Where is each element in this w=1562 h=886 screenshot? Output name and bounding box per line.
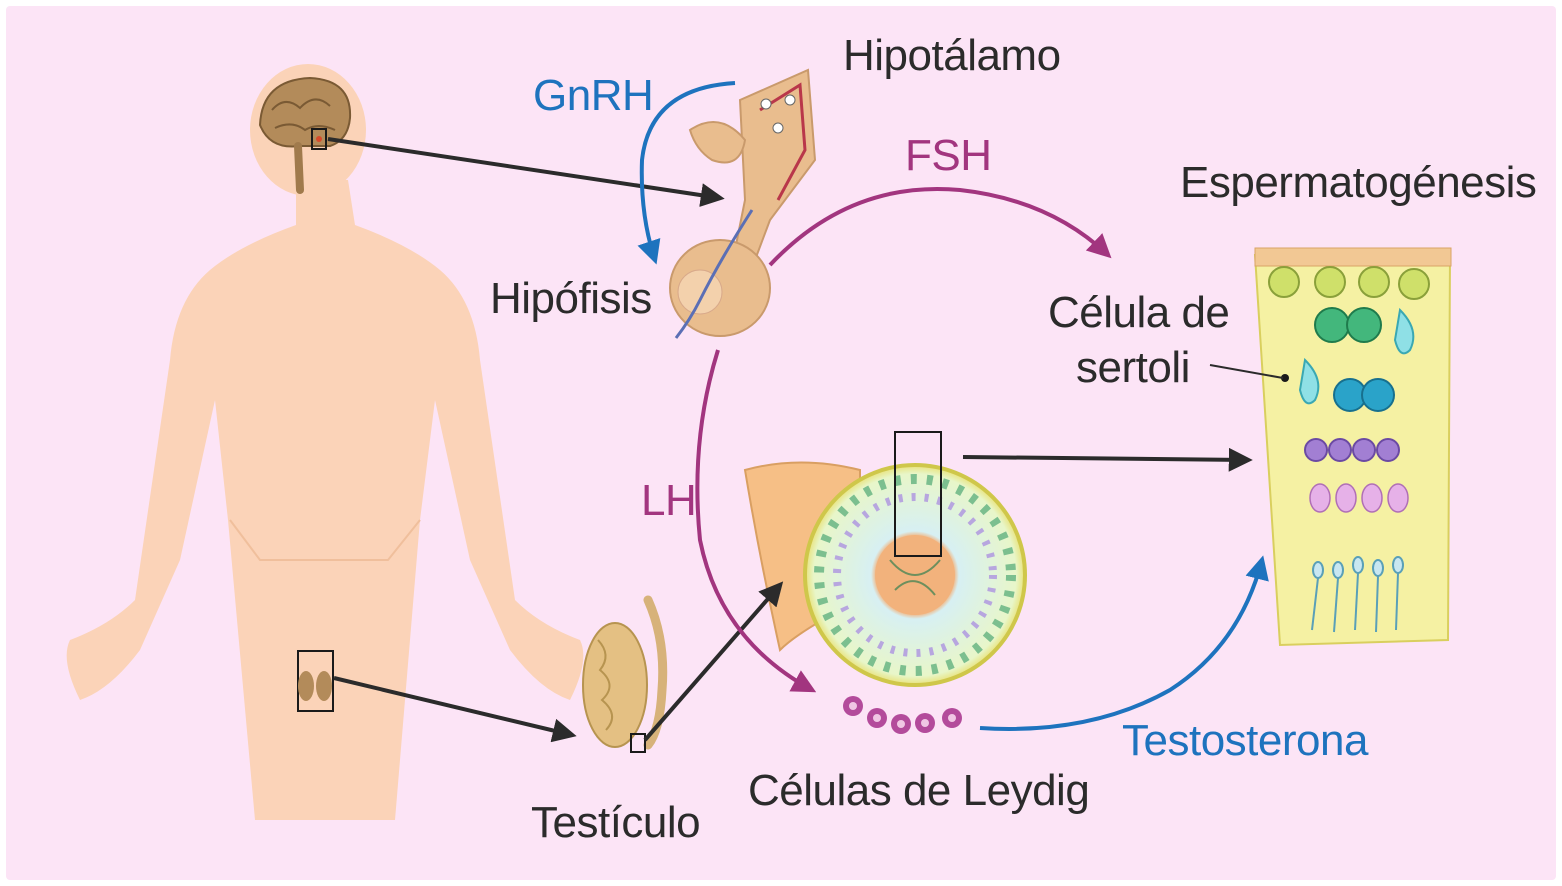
label-testosterone: Testosterona (1122, 718, 1368, 764)
label-sertoli-cell-line1: Célula de (1048, 290, 1229, 336)
label-pituitary: Hipófisis (490, 276, 652, 322)
label-leydig-cells: Células de Leydig (748, 768, 1089, 814)
label-fsh: FSH (905, 133, 992, 179)
label-sertoli-cell-line2: sertoli (1076, 345, 1190, 391)
label-spermatogenesis: Espermatogénesis (1180, 160, 1536, 206)
spermatogenesis-column-illustration (1255, 248, 1451, 645)
label-hypothalamus: Hipotálamo (843, 33, 1061, 79)
label-gnrh: GnRH (533, 73, 653, 119)
label-testicle: Testículo (531, 800, 700, 846)
label-lh: LH (641, 478, 696, 524)
